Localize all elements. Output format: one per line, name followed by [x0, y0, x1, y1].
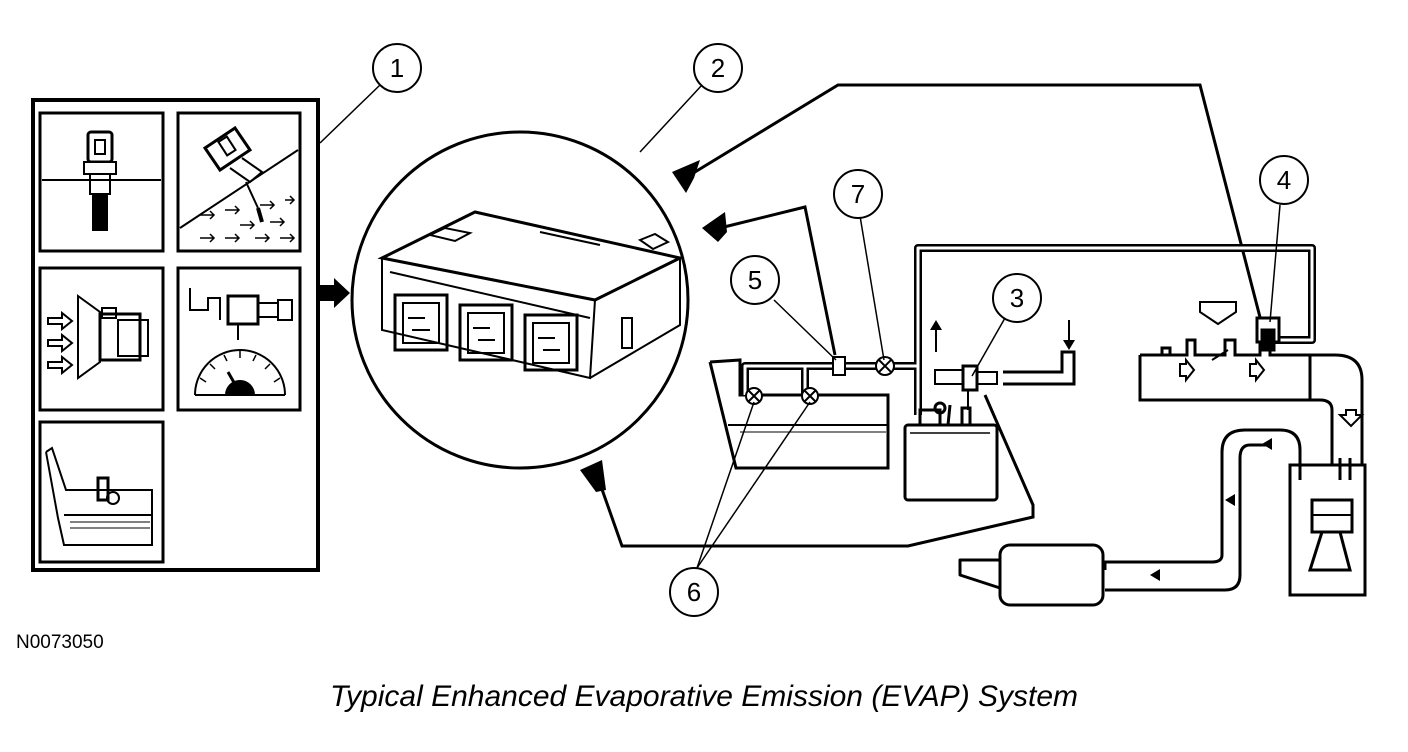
fuel-tank — [708, 358, 890, 470]
tank-pressure-sensor — [832, 356, 846, 376]
mass-air-flow-sensor-icon — [179, 125, 299, 243]
svg-text:5: 5 — [748, 265, 762, 295]
fuel-tank-valves — [745, 387, 819, 405]
vapor-flow-arrow-up — [930, 320, 942, 352]
figure-caption: Typical Enhanced Evaporative Emission (E… — [329, 680, 1079, 713]
callout-2: 2 — [693, 43, 743, 93]
svg-text:3: 3 — [1010, 283, 1024, 313]
vapor-blocking-valve — [875, 356, 895, 376]
exhaust-arrow-4 — [1150, 569, 1160, 581]
vss-gauge-box — [176, 266, 302, 412]
vent-line — [1003, 350, 1076, 386]
intake-flow-arrow-2 — [1249, 357, 1266, 383]
pcm-module — [350, 130, 690, 470]
svg-text:1: 1 — [390, 53, 404, 83]
throttle-body-box — [38, 266, 165, 412]
pcm-arrow-5 — [702, 212, 727, 242]
callout-1: 1 — [372, 43, 422, 93]
svg-text:2: 2 — [711, 53, 725, 83]
callout-7: 7 — [833, 169, 883, 219]
exhaust-arrow-1 — [1337, 409, 1365, 428]
callout-1-leader — [319, 84, 381, 144]
engine-cylinder — [1288, 458, 1367, 597]
ect-sensor-box — [38, 111, 165, 253]
speed-gauge-icon — [189, 288, 293, 396]
coolant-temp-sensor-icon — [42, 130, 161, 231]
sensor-inputs-panel — [31, 98, 320, 572]
pcm-arrow-4 — [672, 160, 700, 193]
exhaust-arrow-3 — [1225, 494, 1235, 506]
intake-air-arrow — [1199, 301, 1237, 326]
intake-flow-arrow-1 — [1179, 357, 1196, 383]
wiring-harness — [596, 83, 1264, 548]
maf-sensor-box — [176, 111, 302, 253]
callout-6: 6 — [669, 567, 719, 617]
input-arrow — [318, 278, 350, 308]
svg-text:4: 4 — [1277, 165, 1291, 195]
callout-leaders — [696, 204, 1281, 569]
callout-5: 5 — [730, 255, 780, 305]
fuel-tank-pressure-icon — [45, 446, 153, 546]
callout-4: 4 — [1259, 155, 1309, 205]
figure-reference-code: N0073050 — [16, 632, 104, 653]
callout-3: 3 — [992, 273, 1042, 323]
exhaust-system — [958, 353, 1364, 607]
callout-2-leader — [639, 84, 703, 153]
pcm-arrow-3 — [580, 460, 606, 492]
intake-manifold — [1138, 328, 1312, 402]
evap-canister — [903, 401, 999, 502]
svg-text:6: 6 — [687, 577, 701, 607]
air-flow-arrow-down — [1063, 320, 1075, 350]
fuel-tank-sensor-box — [38, 420, 165, 564]
svg-text:7: 7 — [851, 179, 865, 209]
purge-valve — [1255, 316, 1281, 352]
exhaust-arrow-2 — [1262, 438, 1272, 450]
throttle-position-icon — [47, 294, 149, 380]
canister-vent-solenoid — [934, 364, 998, 410]
